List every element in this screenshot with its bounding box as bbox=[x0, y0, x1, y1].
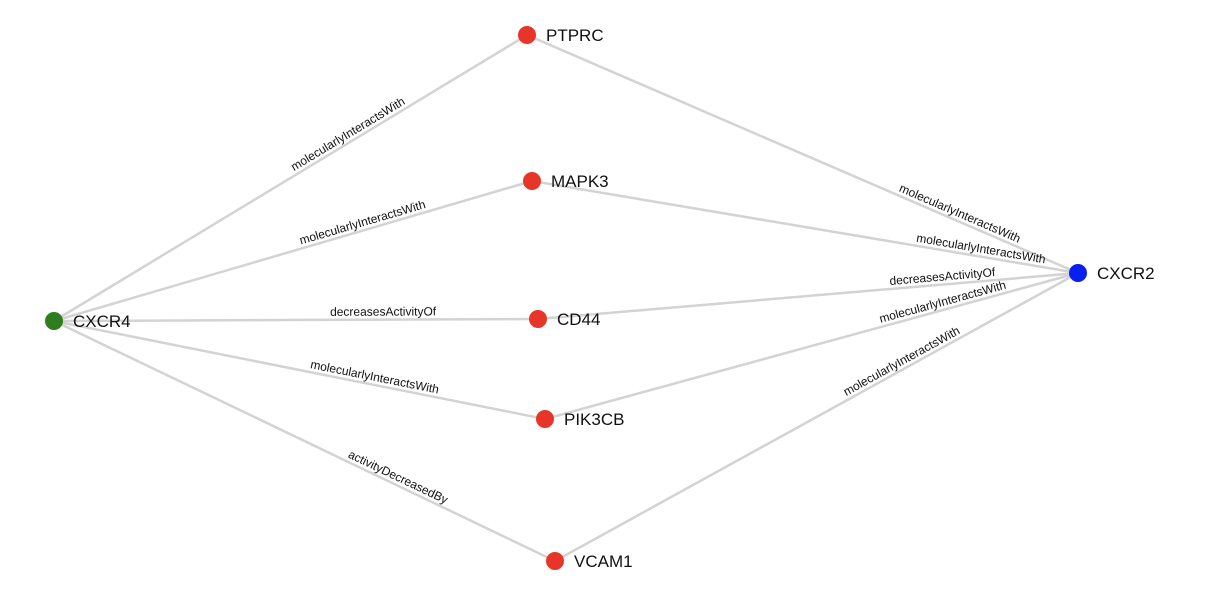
node-ptprc[interactable]: PTPRC bbox=[518, 26, 604, 45]
edge-label: molecularlyInteractsWith bbox=[841, 323, 962, 398]
node-label: CXCR4 bbox=[73, 312, 131, 331]
node-dot[interactable] bbox=[523, 172, 541, 190]
edge-cxcr4-vcam1 bbox=[53, 319, 556, 563]
edge-labels-layer: molecularlyInteractsWith molecularlyInter… bbox=[288, 94, 1046, 507]
node-cxcr4[interactable]: CXCR4 bbox=[45, 312, 131, 331]
edges-layer bbox=[53, 33, 1079, 563]
node-mapk3[interactable]: MAPK3 bbox=[523, 172, 609, 191]
node-label: PTPRC bbox=[546, 26, 604, 45]
edge-label: molecularlyInteractsWith bbox=[288, 94, 407, 174]
node-label: MAPK3 bbox=[551, 172, 609, 191]
node-dot[interactable] bbox=[536, 410, 554, 428]
edge-cxcr4-cd44 bbox=[53, 317, 539, 323]
node-label: PIK3CB bbox=[564, 410, 624, 429]
node-dot[interactable] bbox=[546, 552, 564, 570]
node-vcam1[interactable]: VCAM1 bbox=[546, 552, 633, 571]
node-label: CD44 bbox=[557, 310, 600, 329]
edge-label: activityDecreasedBy bbox=[346, 447, 450, 507]
node-label: CXCR2 bbox=[1097, 264, 1155, 283]
edge-cxcr4-mapk3 bbox=[53, 179, 533, 323]
edge-mapk3-cxcr2 bbox=[531, 179, 1079, 275]
node-dot[interactable] bbox=[1069, 264, 1087, 282]
node-dot[interactable] bbox=[45, 312, 63, 330]
node-label: VCAM1 bbox=[574, 552, 633, 571]
edge-ptprc-cxcr2 bbox=[526, 33, 1079, 275]
edge-label: decreasesActivityOf bbox=[330, 304, 437, 318]
edge-cxcr4-ptprc bbox=[53, 33, 528, 323]
edge-vcam1-cxcr2 bbox=[554, 271, 1079, 563]
node-cxcr2[interactable]: CXCR2 bbox=[1069, 264, 1155, 283]
edge-pik3cb-cxcr2 bbox=[544, 271, 1079, 421]
edge-cd44-cxcr2 bbox=[537, 271, 1079, 321]
node-dot[interactable] bbox=[529, 310, 547, 328]
node-cd44[interactable]: CD44 bbox=[529, 310, 600, 329]
node-pik3cb[interactable]: PIK3CB bbox=[536, 410, 624, 429]
edge-label: molecularlyInteractsWith bbox=[298, 197, 427, 247]
edge-cxcr4-pik3cb bbox=[53, 319, 546, 421]
node-dot[interactable] bbox=[518, 26, 536, 44]
